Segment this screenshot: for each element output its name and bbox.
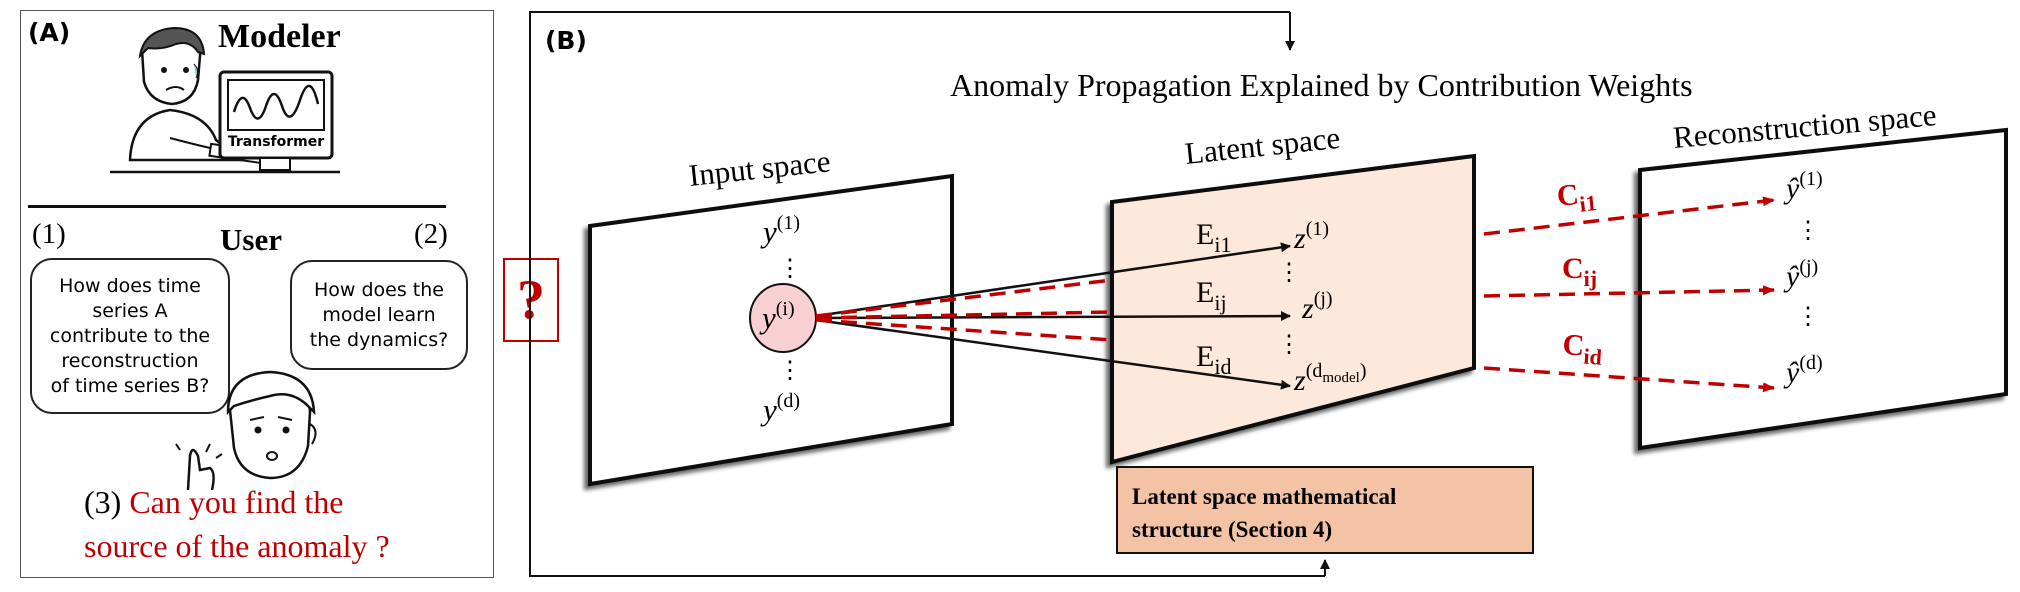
q1-line: How does time <box>59 274 201 297</box>
latent-vdots-bottom: ⋮ <box>1277 332 1301 358</box>
recon-node-bottom: ŷ(d) <box>1783 352 1823 389</box>
input-node-mid: y(i) <box>759 298 795 335</box>
question-3-line1: Can you find the <box>129 484 344 520</box>
question-3: (3) Can you find the <box>84 482 344 522</box>
encoder-weight-d: Eid <box>1196 340 1231 379</box>
encoder-weight-1: Ei1 <box>1196 218 1231 257</box>
panel-b-frame <box>529 11 1325 577</box>
question-1-bubble: How does time series A contribute to the… <box>30 258 230 414</box>
panel-a-divider <box>28 205 446 208</box>
question-2-number: (2) <box>414 218 448 250</box>
contribution-weight-j: Cij <box>1562 252 1597 291</box>
panel-a-label: (A) <box>28 18 71 47</box>
q1-line: contribute to the <box>49 324 211 347</box>
input-vdots-top: ⋮ <box>778 256 802 282</box>
recon-node-mid: ŷ(j) <box>1783 256 1818 293</box>
contribution-weight-d: Cid <box>1561 328 1604 370</box>
latent-structure-line1: Latent space mathematical <box>1132 484 1397 509</box>
question-2-bubble: How does the model learn the dynamics? <box>290 260 468 370</box>
input-vdots-bottom: ⋮ <box>778 358 802 384</box>
q2-line: How does the <box>314 278 444 301</box>
q2-line: model learn <box>322 303 436 326</box>
recon-vdots-bottom: ⋮ <box>1796 304 1820 330</box>
question-3-line2: source of the anomaly ? <box>84 528 390 564</box>
latent-structure-line2: structure (Section 4) <box>1132 517 1333 542</box>
latent-space-plane <box>1110 153 1476 465</box>
question-3-number: (3) <box>84 484 122 520</box>
input-space-label: Input space <box>687 143 832 193</box>
question-1-number: (1) <box>32 218 66 250</box>
panel-b-label: (B) <box>545 26 587 55</box>
q2-line: the dynamics? <box>309 328 449 351</box>
input-node-top: y(1) <box>760 212 800 249</box>
reconstruction-space-plane <box>1638 127 2008 451</box>
user-title: User <box>220 222 282 257</box>
contribution-weight-1: Ci1 <box>1555 176 1598 219</box>
latent-vdots-top: ⋮ <box>1277 260 1301 286</box>
monitor-text: Transformer <box>228 134 324 150</box>
latent-node-mid: z(j) <box>1301 288 1333 325</box>
recon-vdots-top: ⋮ <box>1796 218 1820 244</box>
latent-node-bottom: z(dmodel) <box>1293 360 1367 397</box>
modeler-title: Modeler <box>218 18 341 55</box>
panel-b-title: Anomaly Propagation Explained by Contrib… <box>950 67 1693 103</box>
input-node-bottom: y(d) <box>760 390 800 427</box>
q1-line: reconstruction <box>61 349 199 372</box>
user-illustration <box>175 370 317 490</box>
latent-space-label: Latent space <box>1183 120 1342 171</box>
encoder-arrow-1 <box>815 242 1291 318</box>
encoder-arrow-d <box>815 318 1291 390</box>
q1-line: of time series B? <box>50 374 210 397</box>
latent-node-top: z(1) <box>1293 218 1329 255</box>
latent-structure-box: Latent space mathematical structure (Sec… <box>1116 466 1534 554</box>
modeler-illustration: Transformer <box>110 26 340 174</box>
panel-a <box>20 10 494 578</box>
q1-line: series A <box>92 299 168 322</box>
recon-node-top: ŷ(1) <box>1783 168 1823 205</box>
encoder-weight-j: Eij <box>1196 276 1227 315</box>
